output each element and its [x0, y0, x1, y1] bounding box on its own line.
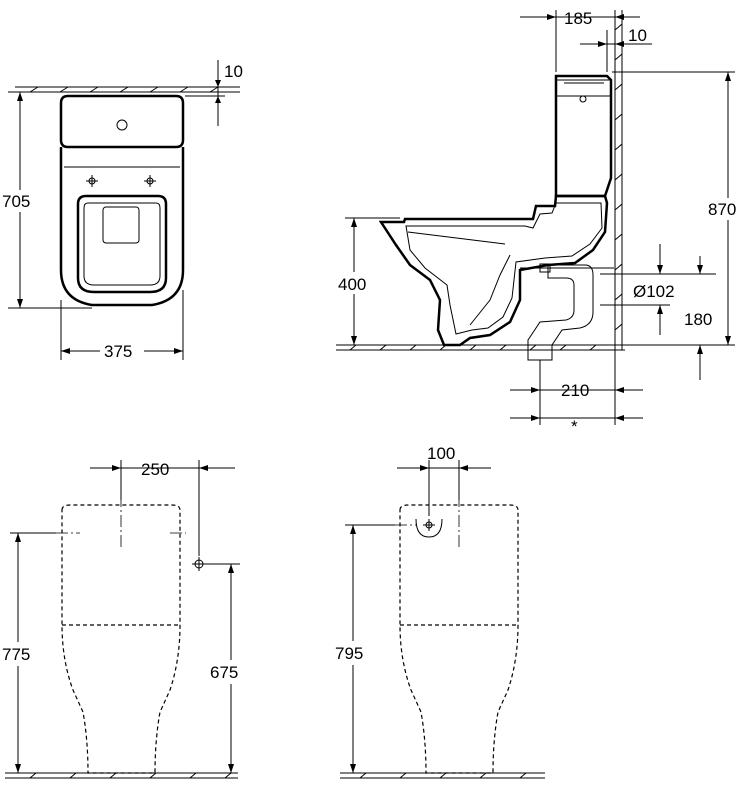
dim-total-height-left-label: 775: [2, 645, 30, 664]
rear-left-outline: [61, 504, 181, 774]
dim-outlet-height: 180: [684, 256, 712, 380]
dim-inlet-offset-right-label: 100: [427, 444, 455, 463]
dim-depth-label: 705: [2, 192, 30, 211]
rear-view-right: 100 795: [333, 444, 545, 779]
side-view-floor: [336, 344, 625, 351]
dim-seat-height: 400: [334, 217, 400, 345]
dim-total-height-right: 795: [333, 524, 395, 773]
hinge-mark-icon: [86, 175, 156, 187]
dim-lid-offset: 10: [185, 60, 243, 126]
rear-left-floor: [5, 772, 238, 779]
dim-inlet-offset-left: 250: [90, 460, 235, 556]
dim-tank-depth: 185: [520, 9, 640, 72]
top-view: 10 705 375: [0, 60, 243, 361]
tank-outline-top: [59, 94, 185, 149]
bowl-inner-side: [405, 202, 603, 335]
dim-outlet-diameter: Ø102: [600, 244, 716, 335]
dim-width-label: 375: [104, 342, 132, 361]
dim-inlet-height-left-label: 675: [210, 663, 238, 682]
rear-view-left: 250 775 675: [0, 460, 250, 779]
dim-outlet-distance-label: 210: [561, 381, 589, 400]
dim-seat-height-label: 400: [338, 275, 366, 294]
rear-right-floor: [340, 772, 545, 779]
bowl-outline-side: [378, 194, 609, 347]
dim-height: 870: [612, 71, 750, 346]
dim-depth: 705: [0, 91, 92, 309]
dim-height-label: 870: [708, 200, 736, 219]
flush-button-icon: [116, 119, 128, 131]
dim-note: *: [510, 415, 643, 436]
outlet-pipe: [520, 263, 614, 361]
dim-total-height-right-label: 795: [335, 644, 363, 663]
dim-width: 375: [60, 290, 184, 361]
inlet-connector-icon: [192, 557, 206, 571]
seat-cover-hinge: [102, 206, 140, 244]
dim-inlet-offset-left-label: 250: [141, 460, 169, 479]
dim-outlet-height-label: 180: [684, 310, 712, 329]
tank-outline-side: [554, 74, 613, 198]
top-view-wall: [15, 86, 240, 93]
dim-lid-offset-label: 10: [224, 62, 243, 81]
dim-inlet-offset-right: 100: [397, 444, 491, 516]
seat-inner-top: [83, 202, 161, 286]
rear-right-outline: [399, 504, 519, 774]
note-marker-label: *: [571, 417, 578, 436]
side-view: 185 10 870 400: [334, 9, 750, 436]
dim-tank-depth-label: 185: [564, 9, 592, 28]
bowl-outline-top: [59, 147, 185, 307]
dim-tank-offset-label: 10: [628, 26, 647, 45]
dim-outlet-distance: 210: [510, 350, 643, 425]
inlet-valve-icon: [415, 518, 443, 538]
seat-outline-top: [76, 194, 168, 294]
dim-tank-offset: 10: [580, 26, 652, 72]
dim-outlet-diameter-label: Ø102: [633, 282, 675, 301]
dim-inlet-height-left: 675: [206, 563, 250, 773]
side-view-wall: [614, 10, 623, 350]
dim-total-height-left: 775: [0, 532, 56, 773]
